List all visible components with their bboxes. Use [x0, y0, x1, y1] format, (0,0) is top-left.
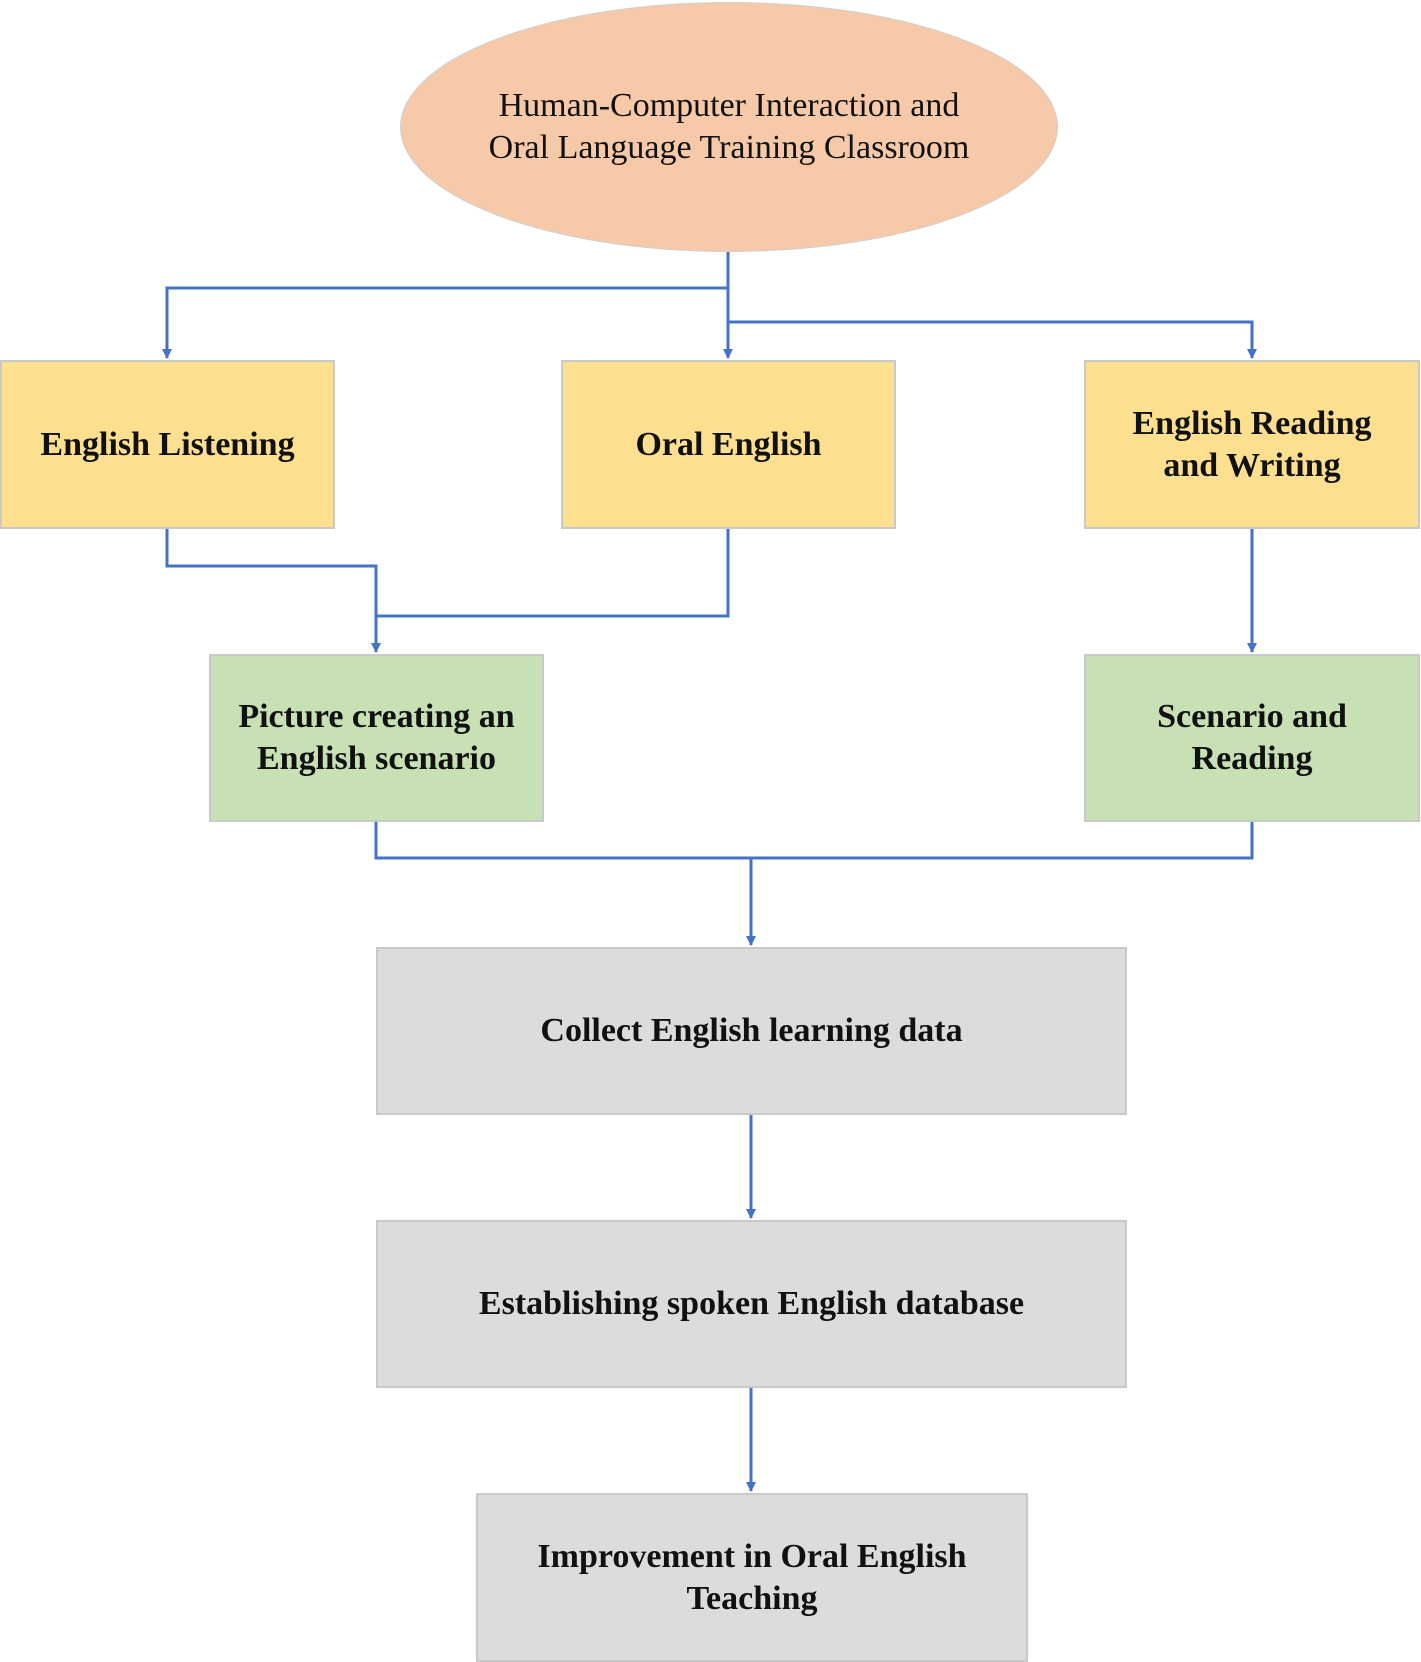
- node-collect-data: Collect English learning data: [376, 947, 1127, 1115]
- edge-root-to-listening: [162, 252, 730, 359]
- node-improvement-teaching-label: Improvement in Oral English Teaching: [537, 1537, 967, 1617]
- node-oral-english-label: Oral English: [635, 425, 822, 463]
- node-picture-scenario-label: Picture creating an English scenario: [238, 698, 515, 777]
- edge-root-to-reading-writing: [728, 320, 1257, 359]
- node-scenario-reading: Scenario and Reading: [1084, 654, 1420, 822]
- edge-oral-to-picture: [376, 529, 730, 618]
- root-node-label: Human-Computer Interaction and Oral Lang…: [488, 87, 970, 166]
- node-oral-english: Oral English: [561, 360, 896, 529]
- node-scenario-reading-label: Scenario and Reading: [1157, 698, 1347, 777]
- node-improvement-teaching: Improvement in Oral English Teaching: [476, 1493, 1028, 1662]
- node-english-listening: English Listening: [0, 360, 335, 529]
- node-collect-data-label: Collect English learning data: [540, 1012, 963, 1049]
- edge-listening-to-picture: [165, 529, 381, 653]
- root-node-ellipse: Human-Computer Interaction and Oral Lang…: [400, 2, 1058, 252]
- node-establish-database: Establishing spoken English database: [376, 1220, 1127, 1388]
- node-picture-scenario: Picture creating an English scenario: [209, 654, 544, 822]
- node-english-reading-writing-label: English Reading and Writing: [1132, 404, 1372, 484]
- edge-picture-to-collect: [374, 822, 1254, 860]
- node-english-reading-writing: English Reading and Writing: [1084, 360, 1420, 529]
- node-english-listening-label: English Listening: [40, 425, 295, 463]
- node-establish-database-label: Establishing spoken English database: [478, 1285, 1025, 1322]
